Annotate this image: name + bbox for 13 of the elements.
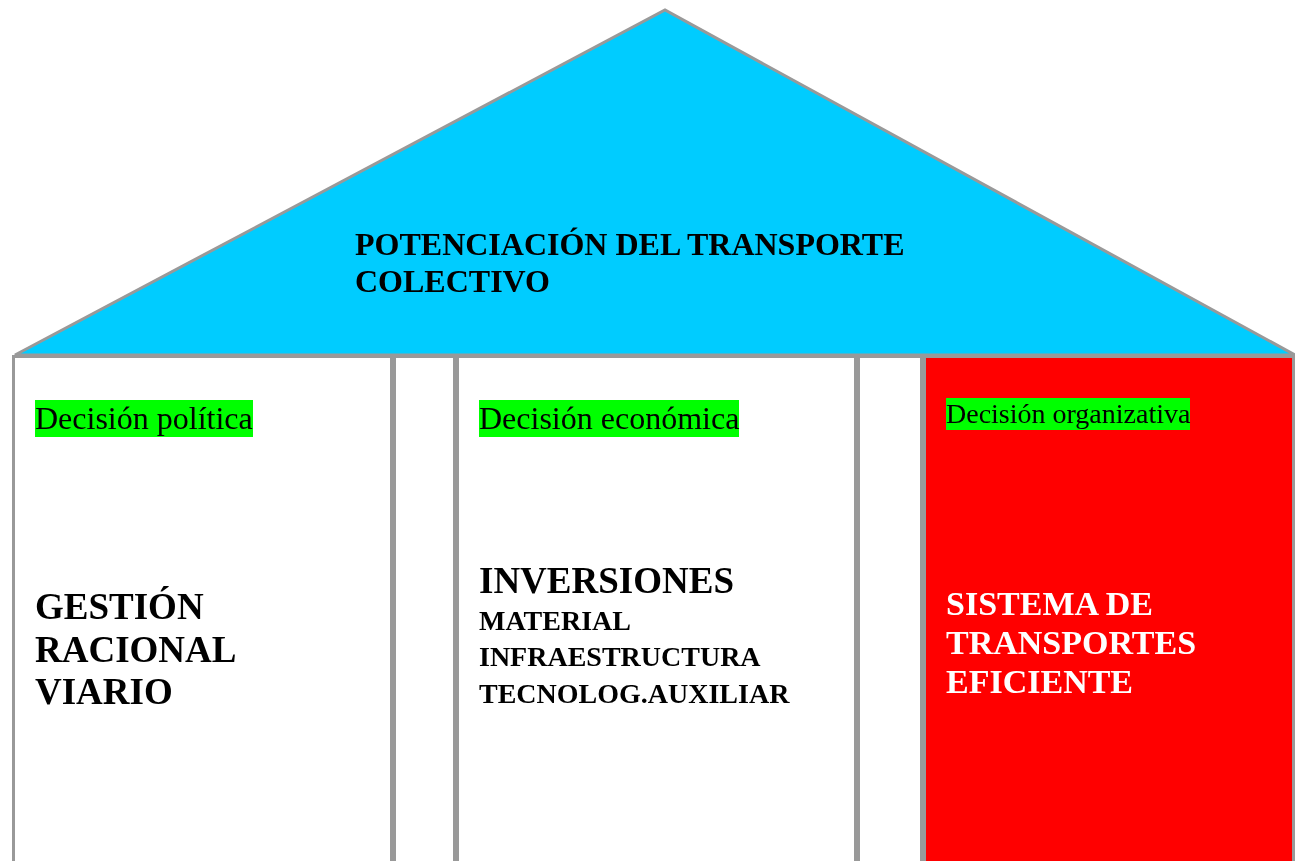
- decision-label: Decisión económica: [479, 400, 740, 437]
- decision-label: Decisión organizativa: [946, 398, 1191, 431]
- pillar-panel: [923, 355, 1295, 861]
- pillar-title: SISTEMA DE TRANSPORTES EFICIENTE: [946, 584, 1198, 702]
- gap-column: [393, 355, 456, 861]
- pillar-panel: [456, 355, 857, 861]
- gap-column: [857, 355, 923, 861]
- decision-label: Decisión política: [35, 400, 253, 437]
- roof-title: POTENCIACIÓN DEL TRANSPORTE COLECTIVO: [355, 226, 906, 300]
- pillar-title: INVERSIONES: [479, 560, 734, 603]
- pillar-title: GESTIÓN RACIONAL VIARIO: [35, 586, 236, 714]
- item-list: MATERIAL INFRAESTRUCTURA TECNOLOG.AUXILIAR: [479, 603, 849, 713]
- pillar-panel: [12, 355, 393, 861]
